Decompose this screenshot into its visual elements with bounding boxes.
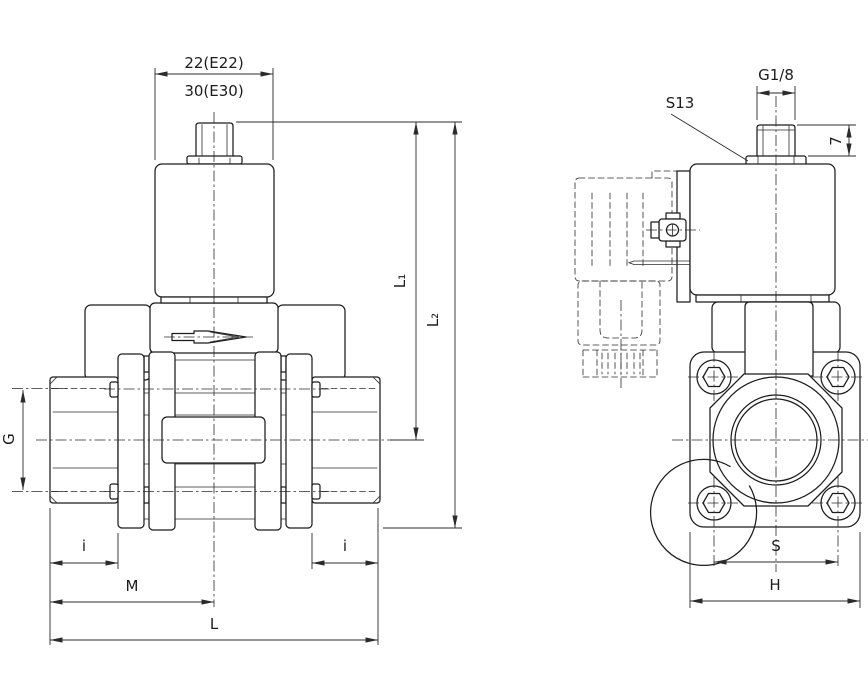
dim-label-s13: S13 bbox=[666, 94, 695, 112]
solenoid-coil-side bbox=[689, 124, 836, 303]
dim-label-coil-e22: 22(E22) bbox=[184, 54, 243, 72]
terminal-pin bbox=[627, 260, 691, 265]
dim-label-l1: L₁ bbox=[391, 274, 409, 288]
side-view: G1/8 S13 7 S H bbox=[574, 66, 868, 608]
central-port bbox=[650, 373, 843, 566]
din-connector-phantom bbox=[574, 170, 678, 388]
dim-label-l: L bbox=[210, 615, 219, 633]
dim-label-g: G bbox=[0, 433, 18, 445]
valve-neck bbox=[744, 301, 814, 377]
flow-direction-arrow bbox=[164, 330, 256, 344]
coil-fixing-screw bbox=[646, 212, 700, 248]
right-port-fitting bbox=[311, 376, 381, 504]
body-tube-lines bbox=[143, 359, 287, 520]
dim-label-7: 7 bbox=[827, 136, 845, 146]
solenoid-coil-front bbox=[154, 122, 275, 304]
dim-label-g18: G1/8 bbox=[758, 66, 794, 84]
side-centerlines bbox=[672, 96, 868, 572]
front-centerlines bbox=[12, 112, 392, 607]
dim-label-coil-e30: 30(E30) bbox=[184, 82, 243, 100]
front-dimensions: 22(E22) 30(E30) L₁ L₂ G i i M L bbox=[0, 54, 462, 645]
side-dimensions: G1/8 S13 7 S H bbox=[666, 66, 861, 608]
dim-label-m: M bbox=[126, 577, 139, 595]
front-view: 22(E22) 30(E30) L₁ L₂ G i i M L bbox=[0, 54, 462, 645]
dim-label-i-left: i bbox=[82, 537, 86, 555]
dim-label-l2: L₂ bbox=[424, 313, 442, 327]
dim-label-i-right: i bbox=[343, 537, 347, 555]
dim-label-h: H bbox=[769, 576, 780, 594]
mounting-holes bbox=[688, 351, 864, 568]
dim-label-s: S bbox=[771, 537, 781, 555]
